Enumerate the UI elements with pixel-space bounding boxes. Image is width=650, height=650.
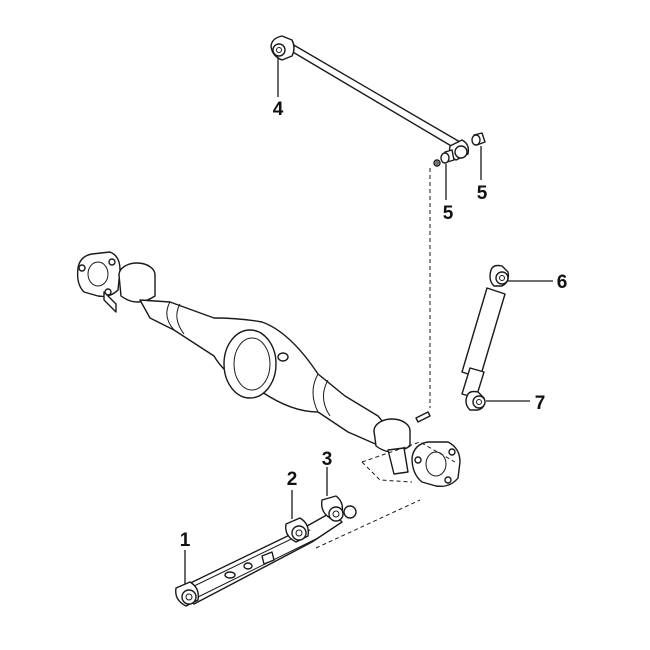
callout-7: 7 xyxy=(535,393,546,414)
rear-axle-housing xyxy=(76,251,461,488)
assembly-guide-lines xyxy=(315,168,456,549)
shock-absorber xyxy=(461,264,510,411)
leader-lines xyxy=(184,58,553,584)
callout-labels: 4 5 5 6 7 1 2 3 xyxy=(180,99,568,551)
callout-5-left: 5 xyxy=(443,203,454,224)
callout-4: 4 xyxy=(273,99,284,120)
callout-1: 1 xyxy=(180,530,191,551)
lateral-rod xyxy=(270,35,470,161)
trailing-arm xyxy=(175,495,357,607)
callout-6: 6 xyxy=(557,272,568,293)
lateral-rod-bushings xyxy=(433,132,486,167)
callout-3: 3 xyxy=(322,449,333,470)
callout-5-right: 5 xyxy=(477,183,488,204)
callout-2: 2 xyxy=(287,469,298,490)
